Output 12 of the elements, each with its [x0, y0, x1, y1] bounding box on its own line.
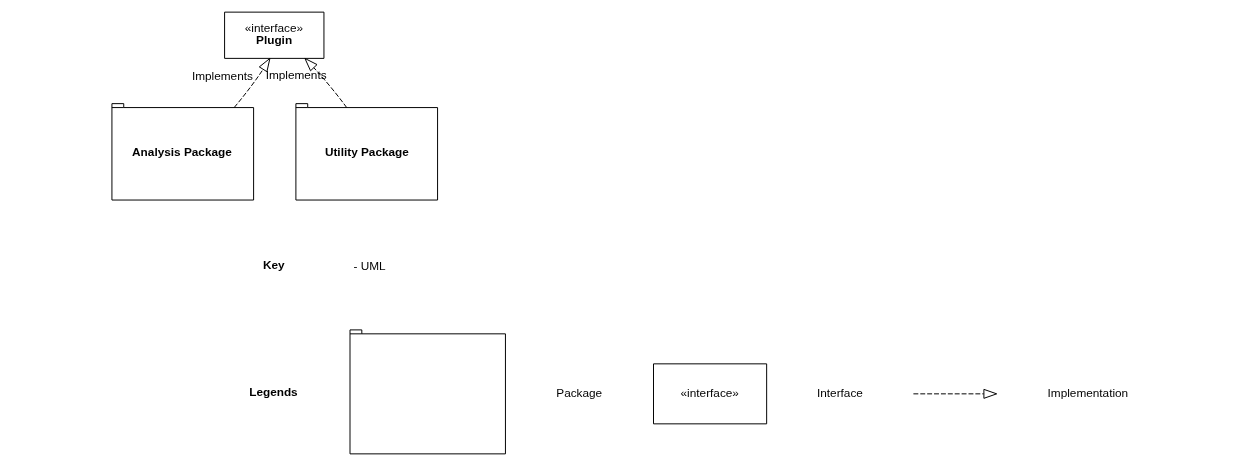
label: Legends [248, 384, 298, 399]
edge-label: Implements [265, 67, 327, 82]
label: - UML [352, 258, 386, 273]
legend-label: Interface [816, 385, 863, 400]
node-box: «interface» [652, 363, 767, 425]
arrow [233, 57, 270, 108]
edge-label: Implements [191, 69, 253, 84]
legend-label: Implementation [1047, 385, 1128, 400]
arrow [303, 57, 347, 108]
node-box: «interface» Plugin [223, 11, 324, 59]
label: Key [262, 258, 285, 273]
legend-label: Package [555, 385, 602, 400]
